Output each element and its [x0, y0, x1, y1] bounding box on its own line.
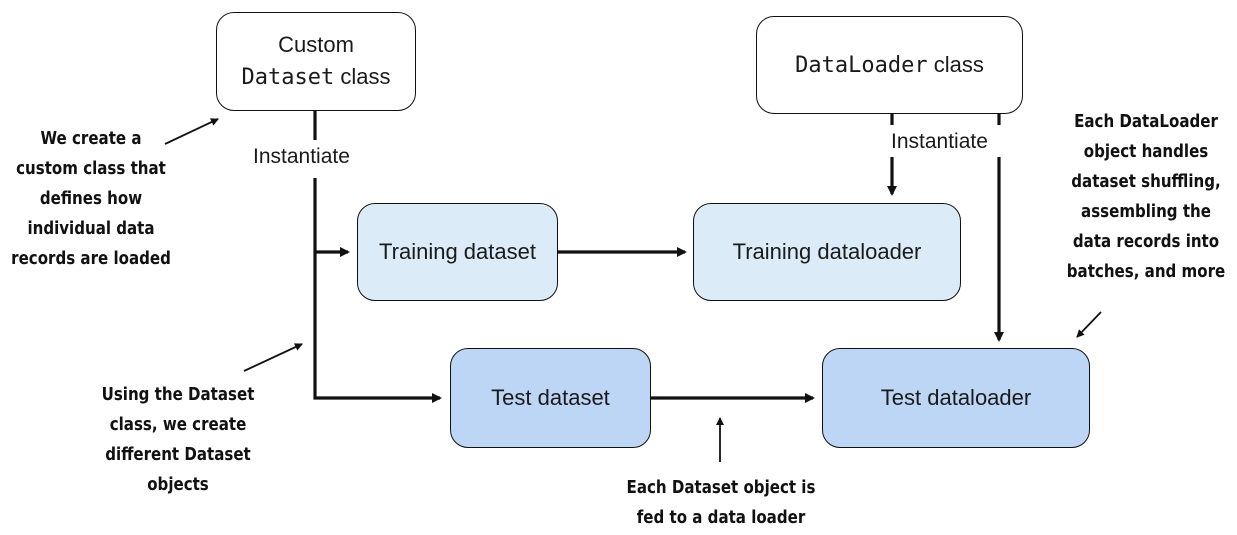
note-custom-class: We create a custom class that defines ho…	[9, 124, 172, 274]
custom-dataset-class-box: Custom Dataset class	[216, 12, 416, 111]
test-dataset-box: Test dataset	[450, 348, 651, 448]
note-line: batches, and more	[1066, 262, 1226, 282]
note-line: object handles	[1083, 142, 1209, 162]
training-dataset-box: Training dataset	[357, 203, 558, 301]
note-line: Using the Dataset	[101, 385, 255, 405]
note-dataloader-handles: Each DataLoader object handles dataset s…	[1064, 107, 1227, 287]
note-line: Each DataLoader	[1074, 112, 1218, 132]
note-line: data records into	[1072, 232, 1220, 252]
dataloader-keyword: DataLoader	[795, 53, 928, 78]
note-line: assembling the	[1081, 202, 1211, 222]
note-line: fed to a data loader	[636, 508, 806, 528]
note-line: Each Dataset object is	[626, 478, 816, 498]
instantiate-label-right: Instantiate	[891, 130, 988, 154]
note-line: records are loaded	[11, 249, 171, 269]
dataloader-class-suffix: class	[927, 52, 984, 77]
note-line: dataset shuffling,	[1071, 172, 1221, 192]
note-line: custom class that	[16, 159, 166, 179]
note-line: individual data	[27, 219, 155, 239]
note-line: different Dataset	[105, 445, 251, 465]
note-line: class, we create	[109, 415, 247, 435]
dataset-keyword: Dataset	[241, 65, 335, 90]
dataloader-class-box: DataLoader class	[756, 16, 1023, 114]
dataloader-class-text: DataLoader class	[795, 52, 984, 78]
custom-dataset-line2: Dataset class	[242, 61, 391, 94]
training-dataloader-box: Training dataloader	[693, 203, 961, 301]
note-dataset-objects: Using the Dataset class, we create diffe…	[101, 380, 256, 500]
test-dataloader-box: Test dataloader	[822, 348, 1090, 448]
pointer-custom-class-note	[164, 118, 219, 145]
dataset-class-suffix: class	[334, 64, 391, 89]
pointer-dataset-objects-note	[243, 343, 303, 372]
note-line: We create a	[40, 129, 142, 149]
instantiate-label-left: Instantiate	[253, 145, 350, 169]
note-fed-to-loader: Each Dataset object is fed to a data loa…	[615, 473, 827, 533]
note-line: defines how	[39, 189, 143, 209]
pointer-dataloader-handles-note	[1076, 311, 1102, 338]
custom-dataset-line1: Custom	[278, 32, 354, 57]
note-line: objects	[147, 475, 209, 495]
